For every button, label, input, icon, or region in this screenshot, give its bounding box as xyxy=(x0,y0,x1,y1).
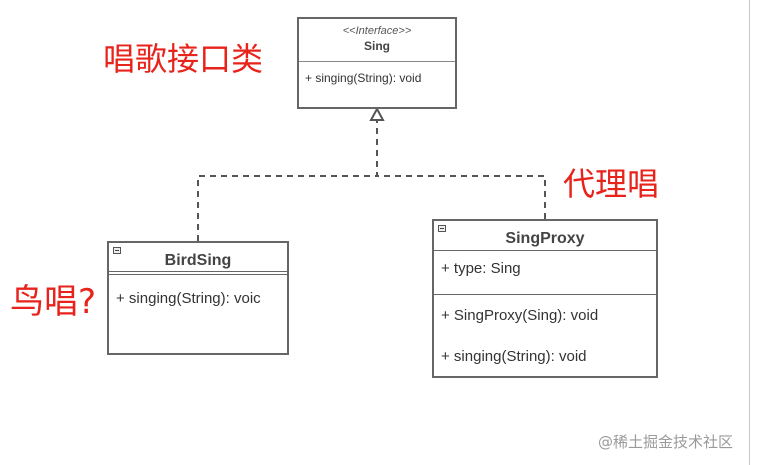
singproxy-attribute: + type: Sing xyxy=(441,260,521,277)
singproxy-attributes: + type: Sing xyxy=(434,251,656,295)
proxy-annotation: 代理唱 xyxy=(563,165,660,203)
class-singproxy-box[interactable]: SingProxy + type: Sing + SingProxy(Sing)… xyxy=(432,219,658,378)
canvas-edge-line xyxy=(749,0,750,465)
interface-stereotype: <<Interface>> xyxy=(342,25,412,37)
proxy-realization-line xyxy=(377,175,546,219)
birdsing-header: BirdSing xyxy=(109,243,287,275)
singproxy-operations: + SingProxy(Sing): void + singing(String… xyxy=(434,295,656,365)
interface-header: <<Interface>> Sing xyxy=(299,19,455,62)
watermark: @稀土掘金技术社区 xyxy=(598,433,734,451)
singproxy-header: SingProxy xyxy=(434,221,656,251)
interface-annotation: 唱歌接口类 xyxy=(103,40,264,78)
interface-operation: + singing(String): void xyxy=(305,71,422,85)
class-birdsing-box[interactable]: BirdSing + singing(String): voic xyxy=(107,241,289,355)
singproxy-operation: + SingProxy(Sing): void xyxy=(441,307,599,324)
realization-arrowhead xyxy=(369,106,385,121)
collapse-icon[interactable] xyxy=(438,225,446,232)
singproxy-operation: + singing(String): void xyxy=(441,348,587,365)
bird-realization-line xyxy=(197,120,378,241)
bird-annotation: 鸟唱? xyxy=(10,282,97,322)
collapse-icon[interactable] xyxy=(113,247,121,254)
birdsing-name: BirdSing xyxy=(164,252,232,269)
interface-name: Sing xyxy=(364,39,390,53)
singproxy-name: SingProxy xyxy=(505,230,585,247)
interface-sing-box[interactable]: <<Interface>> Sing + singing(String): vo… xyxy=(297,17,457,109)
interface-operations: + singing(String): void xyxy=(299,62,455,85)
birdsing-operations: + singing(String): voic xyxy=(109,275,287,307)
birdsing-operation: + singing(String): voic xyxy=(116,290,261,307)
